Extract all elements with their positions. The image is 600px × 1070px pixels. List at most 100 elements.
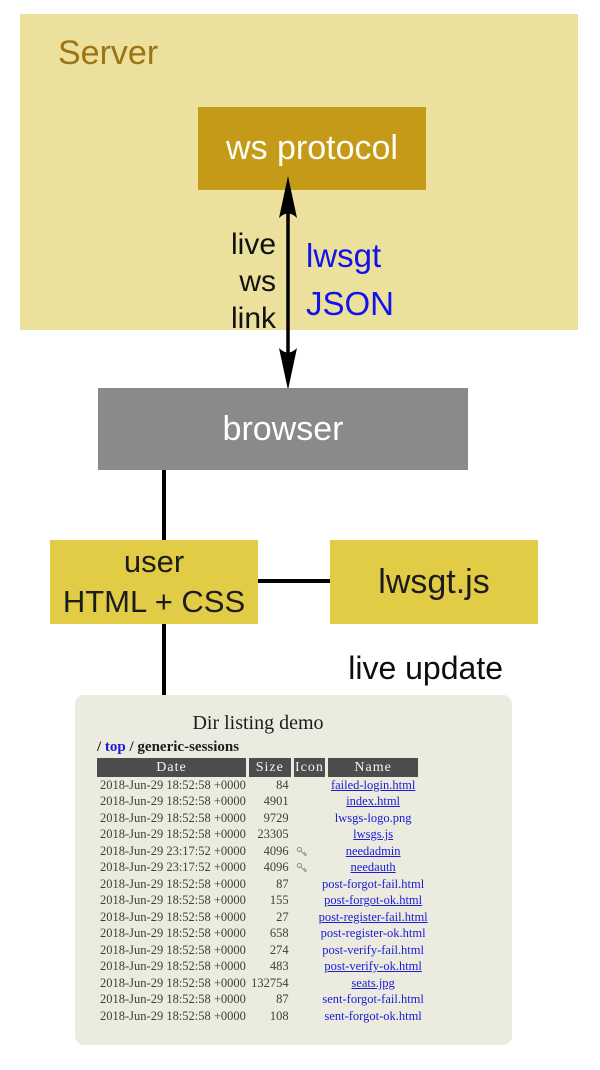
file-name-cell: post-register-ok.html [321,926,426,943]
file-icon-cell [294,843,326,860]
file-size: 87 [276,876,289,891]
file-name-cell: failed-login.html [328,777,418,794]
browser-to-user-line [162,470,166,540]
file-name-link[interactable]: index.html [346,794,401,809]
lwsgt-js-box: lwsgt.js [330,540,538,624]
file-name-cell: post-forgot-fail.html [322,876,424,893]
file-icon-cell [294,959,326,976]
user-html-css-box: user HTML + CSS [50,540,258,624]
file-date: 2018-Jun-29 18:52:58 +0000 [100,893,246,908]
file-icon-cell [294,860,326,877]
file-name-link[interactable]: post-register-fail.html [318,909,428,924]
file-date: 2018-Jun-29 23:17:52 +0000 [100,843,246,858]
file-name-link[interactable]: lwsgs.js [353,827,394,842]
file-name-link[interactable]: post-forgot-ok.html [324,893,423,908]
file-size: 27 [276,909,289,924]
file-name-link[interactable]: lwsgs-logo.png [334,810,412,825]
table-row: 2018-Jun-29 18:52:58 +0000 658 post-regi… [97,926,426,943]
key-icon [296,860,308,874]
file-name-cell: lwsgs-logo.png [328,810,418,827]
file-name-cell: post-verify-ok.html [324,959,422,976]
column-header-size: Size [248,758,291,777]
table-row: 2018-Jun-29 18:52:58 +0000 9729 lwsgs-lo… [97,810,418,827]
file-name-link[interactable]: sent-forgot-ok.html [324,1008,422,1023]
file-icon-cell [294,794,326,811]
ws-protocol-label: ws protocol [226,129,398,167]
breadcrumb: / top / generic-sessions [97,739,421,756]
breadcrumb-suffix: / generic-sessions [125,739,240,755]
file-size: 274 [269,942,289,957]
breadcrumb-top-link[interactable]: top [104,739,126,755]
table-row: 2018-Jun-29 23:17:52 +0000 4096 needadmi… [97,843,418,860]
table-row: 2018-Jun-29 18:52:58 +0000 84 failed-log… [97,777,418,794]
file-name-link[interactable]: seats.jpg [351,975,395,990]
file-date: 2018-Jun-29 18:52:58 +0000 [100,959,246,974]
file-size: 23305 [257,827,289,842]
table-row: 2018-Jun-29 18:52:58 +0000 155 post-forg… [97,893,422,910]
ws-link-label-line: link [230,302,276,335]
file-size: 4096 [263,860,289,875]
file-name-cell: index.html [328,794,418,811]
file-icon-cell [294,810,326,827]
file-name-cell: seats.jpg [328,975,418,992]
file-size: 658 [269,926,289,941]
file-name-link[interactable]: post-verify-fail.html [322,942,424,957]
file-name-link[interactable]: needauth [350,860,396,875]
file-size: 4096 [263,843,289,858]
ws-protocol-box: ws protocol [198,107,426,190]
file-icon-cell [294,1008,326,1025]
lwsgt-json-label: lwsgt JSON [306,232,426,328]
file-date: 2018-Jun-29 18:52:58 +0000 [100,810,246,825]
table-row: 2018-Jun-29 18:52:58 +0000 483 post-veri… [97,959,422,976]
file-date: 2018-Jun-29 18:52:58 +0000 [100,827,246,842]
file-name-cell: needadmin [328,843,418,860]
lwsgt-js-label: lwsgt.js [378,562,490,601]
file-size: 9729 [263,810,289,825]
file-name-cell: post-forgot-ok.html [324,893,422,910]
file-icon-cell [294,975,326,992]
file-icon-cell [294,992,326,1009]
file-size: 155 [269,893,289,908]
file-date: 2018-Jun-29 18:52:58 +0000 [100,942,246,957]
file-name-cell: needauth [328,860,418,877]
live-update-label: live update [348,650,503,686]
ws-link-label-line: ws [239,265,276,298]
arrow-up-head-icon [279,176,297,218]
file-date: 2018-Jun-29 18:52:58 +0000 [100,1008,246,1023]
file-size: 84 [276,777,289,792]
file-name-link[interactable]: failed-login.html [330,777,416,792]
server-panel: Server ws protocol [20,14,578,330]
file-size: 4901 [263,794,289,809]
file-date: 2018-Jun-29 18:52:58 +0000 [100,975,246,990]
file-date: 2018-Jun-29 18:52:58 +0000 [100,926,246,941]
file-name-link[interactable]: needadmin [345,843,401,858]
column-header-date: Date [97,758,246,777]
file-name-link[interactable]: sent-forgot-fail.html [322,992,424,1007]
table-row: 2018-Jun-29 18:52:58 +0000 132754 seats.… [97,975,418,992]
dir-listing-table: Date Size Icon Name 2018-Jun-29 18:52:58… [94,758,428,1025]
file-name-cell: sent-forgot-fail.html [322,992,423,1009]
file-icon-cell [294,876,326,893]
table-row: 2018-Jun-29 18:52:58 +0000 108 sent-forg… [97,1008,422,1025]
file-date: 2018-Jun-29 23:17:52 +0000 [100,860,246,875]
file-name-cell: lwsgs.js [328,827,418,844]
file-size: 132754 [251,975,289,990]
user-box-line: HTML + CSS [62,584,246,619]
table-row: 2018-Jun-29 18:52:58 +0000 4901 index.ht… [97,794,418,811]
file-name-cell: post-register-fail.html [319,909,428,926]
demo-content: Dir listing demo / top / generic-session… [75,695,428,1025]
file-size: 483 [269,959,289,974]
file-name-link[interactable]: post-verify-ok.html [324,959,422,974]
breadcrumb-prefix: / [97,739,105,755]
file-icon-cell [294,942,326,959]
file-name-cell: sent-forgot-ok.html [324,1008,421,1025]
column-header-icon: Icon [293,758,326,777]
table-row: 2018-Jun-29 18:52:58 +0000 23305 lwsgs.j… [97,827,418,844]
demo-title: Dir listing demo [192,712,324,734]
file-date: 2018-Jun-29 18:52:58 +0000 [100,876,246,891]
file-name-link[interactable]: post-forgot-fail.html [322,876,425,891]
file-name-cell: post-verify-fail.html [322,942,424,959]
file-name-link[interactable]: post-register-ok.html [320,926,426,941]
file-icon-cell [294,827,326,844]
